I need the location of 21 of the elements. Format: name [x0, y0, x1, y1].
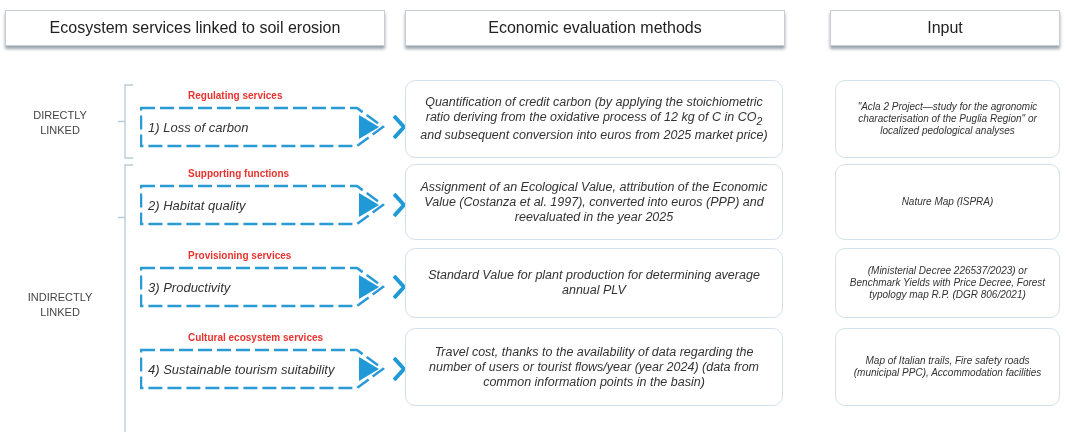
input-box: Nature Map (ISPRA)	[835, 164, 1060, 240]
category-label: Regulating services	[188, 90, 283, 101]
method-box: Assignment of an Ecological Value, attribution of the Economic Value (Costanza et al. 1997), converted into euros (PPP) and reevaluated in the year 2025	[405, 164, 783, 240]
category-label: Supporting functions	[188, 168, 290, 179]
column-header: Ecosystem services linked to soil erosion	[5, 10, 385, 46]
service-name: 2) Habitat quality	[148, 197, 246, 213]
service-name: 4) Sustainable tourism suitability	[148, 361, 335, 377]
method-box: Quantification of credit carbon (by applying the stoichiometric ratio deriving from the oxidative process of 12 kg of C in CO$_{2}$ and subsequent conversion into euros from 2025 market price)	[405, 80, 783, 158]
group-label: DIRECTLY LINKED	[32, 108, 88, 139]
category-label: Provisioning services	[188, 250, 292, 261]
group-label: INDIRECTLY LINKED	[26, 290, 94, 321]
column-header: Input	[830, 10, 1060, 46]
category-label: Cultural ecosystem services	[188, 332, 324, 343]
service-name: 3) Productivity	[148, 279, 231, 295]
method-box: Travel cost, thanks to the availability of data regarding the number of users or tourist flows/year (year 2024) (data from common information points in the basin)	[405, 328, 783, 406]
service-name: 1) Loss of carbon	[148, 119, 249, 135]
method-box: Standard Value for plant production for determining average annual PLV	[405, 248, 783, 318]
input-box: "Acla 2 Project—study for the agronomic characterisation of the Puglia Region" or localized pedological analyses	[835, 80, 1060, 158]
column-header: Economic evaluation methods	[405, 10, 785, 46]
input-box: Map of Italian trails, Fire safety roads (municipal PPC), Accommodation facilities	[835, 328, 1060, 406]
input-box: (Ministerial Decree 226537/2023) or Benchmark Yields with Price Decree, Forest typology map R.P. (DGR 806/2021)	[835, 248, 1060, 318]
